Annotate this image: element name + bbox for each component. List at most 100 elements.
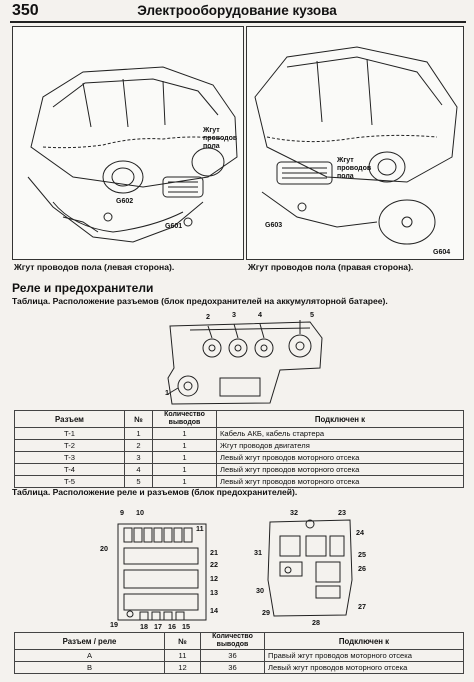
diagram-number-3: 3 xyxy=(232,310,236,319)
col-header-connected-to: Подключен к xyxy=(264,632,464,650)
table2-title: Таблица. Расположение реле и разъемов (б… xyxy=(12,487,298,497)
cell-connector: T-4 xyxy=(14,463,125,476)
fusebox-num-14: 14 xyxy=(210,606,218,615)
fusebox-num-17: 17 xyxy=(154,622,162,631)
floor-harness-callout-right: Жгут проводов пола xyxy=(337,157,372,180)
diagram-number-5: 5 xyxy=(310,310,314,319)
cell-connected-to: Кабель АКБ, кабель стартера xyxy=(216,427,464,440)
fusebox-num-10: 10 xyxy=(136,508,144,517)
figure-right-caption: Жгут проводов пола (правая сторона). xyxy=(248,262,414,272)
fusebox-num-32: 32 xyxy=(290,508,298,517)
fusebox-num-25: 25 xyxy=(358,550,366,559)
table-header-row: Разъем / реле № Количество выводов Подкл… xyxy=(14,632,464,650)
fusebox-num-12: 12 xyxy=(210,574,218,583)
page-title: Электрооборудование кузова xyxy=(137,3,337,18)
fusebox-num-28: 28 xyxy=(312,618,320,627)
table-row: T-5 5 1 Левый жгут проводов моторного от… xyxy=(14,475,464,488)
fusebox-num-21: 21 xyxy=(210,548,218,557)
fusebox-num-9: 9 xyxy=(120,508,124,517)
col-header-connector-relay: Разъем / реле xyxy=(14,632,165,650)
fusebox-num-23: 23 xyxy=(338,508,346,517)
cell-number: 11 xyxy=(164,649,201,662)
col-header-pin-count: Количество выводов xyxy=(152,410,217,428)
ground-label-g601: G601 xyxy=(165,223,183,230)
fusebox-right-drawing xyxy=(267,519,353,617)
cell-connected-to: Правый жгут проводов моторного отсека xyxy=(264,649,464,662)
connectors-table-2: Разъем / реле № Количество выводов Подкл… xyxy=(14,632,464,674)
fusebox-num-30: 30 xyxy=(256,586,264,595)
fusebox-num-11: 11 xyxy=(196,524,204,533)
fusebox-num-13: 13 xyxy=(210,588,218,597)
cell-connected-to: Левый жгут проводов моторного отсека xyxy=(216,475,464,488)
cell-number: 1 xyxy=(124,427,153,440)
cell-connector: T-1 xyxy=(14,427,125,440)
page-number: 350 xyxy=(12,2,39,19)
table-row: T-4 4 1 Левый жгут проводов моторного от… xyxy=(14,463,464,476)
cell-connector: T-3 xyxy=(14,451,125,464)
fusebox-right-diagram: 32 23 24 31 25 26 30 29 28 27 xyxy=(250,500,380,632)
connectors-table-1: Разъем № Количество выводов Подключен к … xyxy=(14,410,464,488)
fusebox-left-diagram: 9 10 11 20 21 22 12 13 19 18 17 16 15 14 xyxy=(96,500,236,632)
diagram-number-1: 1 xyxy=(165,388,169,397)
battery-fusebox-diagram: 1 2 3 4 5 xyxy=(160,308,330,410)
figure-right-car: Жгут проводов пола G603 G604 xyxy=(246,26,464,260)
car-left-drawing xyxy=(27,66,238,243)
col-header-number: № xyxy=(124,410,153,428)
cell-pins: 1 xyxy=(152,475,217,488)
table-row: A 11 36 Правый жгут проводов моторного о… xyxy=(14,649,464,662)
fusebox-num-26: 26 xyxy=(358,564,366,573)
cell-connector: T-2 xyxy=(14,439,125,452)
cell-number: 3 xyxy=(124,451,153,464)
cell-connector: A xyxy=(14,649,165,662)
fusebox-num-22: 22 xyxy=(210,560,218,569)
header-rule xyxy=(10,21,466,23)
col-header-pin-count: Количество выводов xyxy=(200,632,265,650)
cell-pins: 36 xyxy=(200,649,265,662)
cell-number: 12 xyxy=(164,661,201,674)
car-right-drawing xyxy=(254,46,458,245)
floor-harness-callout-left: Жгут проводов пола xyxy=(203,127,238,150)
fusebox-num-16: 16 xyxy=(168,622,176,631)
cell-connected-to: Левый жгут проводов моторного отсека xyxy=(216,451,464,464)
ground-label-g602: G602 xyxy=(116,198,134,205)
col-header-connected-to: Подключен к xyxy=(216,410,464,428)
fusebox-num-24: 24 xyxy=(356,528,364,537)
fusebox-num-15: 15 xyxy=(182,622,190,631)
table-row: T-2 2 1 Жгут проводов двигателя xyxy=(14,439,464,452)
cell-connected-to: Левый жгут проводов моторного отсека xyxy=(264,661,464,674)
battery-fusebox-drawing xyxy=(167,320,323,405)
table-header-row: Разъем № Количество выводов Подключен к xyxy=(14,410,464,428)
table-row: B 12 36 Левый жгут проводов моторного от… xyxy=(14,661,464,674)
fusebox-num-31: 31 xyxy=(254,548,262,557)
cell-number: 4 xyxy=(124,463,153,476)
cell-pins: 1 xyxy=(152,451,217,464)
fusebox-num-19: 19 xyxy=(110,620,118,629)
table-row: T-1 1 1 Кабель АКБ, кабель стартера xyxy=(14,427,464,440)
cell-pins: 36 xyxy=(200,661,265,674)
col-header-connector: Разъем xyxy=(14,410,125,428)
cell-pins: 1 xyxy=(152,439,217,452)
section-title: Реле и предохранители xyxy=(12,281,154,295)
table-row: T-3 3 1 Левый жгут проводов моторного от… xyxy=(14,451,464,464)
cell-connector: T-5 xyxy=(14,475,125,488)
fusebox-num-29: 29 xyxy=(262,608,270,617)
table1-title: Таблица. Расположение разъемов (блок пре… xyxy=(12,296,388,306)
cell-number: 2 xyxy=(124,439,153,452)
cell-connected-to: Левый жгут проводов моторного отсека xyxy=(216,463,464,476)
fusebox-num-18: 18 xyxy=(140,622,148,631)
cell-connector: B xyxy=(14,661,165,674)
fusebox-num-27: 27 xyxy=(358,602,366,611)
cell-pins: 1 xyxy=(152,427,217,440)
diagram-number-2: 2 xyxy=(206,312,210,321)
figure-left-caption: Жгут проводов пола (левая сторона). xyxy=(14,262,175,272)
col-header-number: № xyxy=(164,632,201,650)
fusebox-left-drawing xyxy=(117,523,207,621)
cell-number: 5 xyxy=(124,475,153,488)
cell-pins: 1 xyxy=(152,463,217,476)
cell-connected-to: Жгут проводов двигателя xyxy=(216,439,464,452)
ground-label-g604: G604 xyxy=(433,249,451,256)
diagram-number-4: 4 xyxy=(258,310,262,319)
figure-left-car: Жгут проводов пола G602 G601 xyxy=(12,26,244,260)
fusebox-num-20: 20 xyxy=(100,544,108,553)
ground-label-g603: G603 xyxy=(265,222,283,229)
